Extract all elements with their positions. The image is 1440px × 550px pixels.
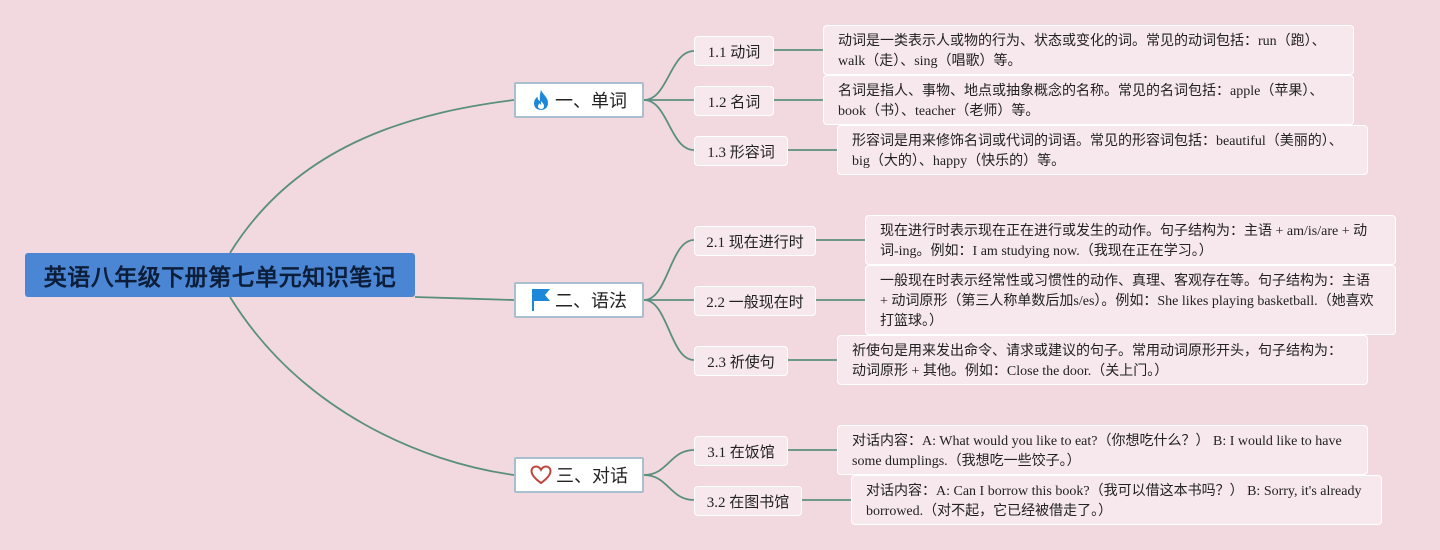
- note-1-3[interactable]: 形容词是用来修饰名词或代词的词语。常见的形容词包括：beautiful（美丽的）…: [837, 125, 1368, 175]
- connector-line: [229, 296, 515, 476]
- connector-line: [643, 50, 695, 101]
- branch-label: 一、单词: [555, 91, 627, 112]
- topic-2-3[interactable]: 2.3 祈使句: [694, 346, 788, 376]
- fire-icon: [531, 89, 551, 111]
- topic-1-3[interactable]: 1.3 形容词: [694, 136, 788, 166]
- connector-line: [414, 296, 515, 301]
- heart-icon: [530, 465, 552, 485]
- note-2-1[interactable]: 现在进行时表示现在正在进行或发生的动作。句子结构为：主语 + am/is/are…: [865, 215, 1396, 265]
- note-1-1[interactable]: 动词是一类表示人或物的行为、状态或变化的词。常见的动词包括：run（跑）、wal…: [823, 25, 1354, 75]
- note-2-2[interactable]: 一般现在时表示经常性或习惯性的动作、真理、客观存在等。句子结构为：主语 + 动词…: [865, 265, 1396, 335]
- topic-2-1[interactable]: 2.1 现在进行时: [694, 226, 816, 256]
- connector-line: [643, 99, 695, 151]
- branch-grammar[interactable]: 二、语法: [514, 282, 644, 318]
- connector-line: [229, 99, 515, 254]
- topic-1-2[interactable]: 1.2 名词: [694, 86, 774, 116]
- branch-label: 二、语法: [555, 291, 627, 312]
- connector-line: [643, 449, 695, 476]
- connector-line: [643, 299, 695, 361]
- topic-3-2[interactable]: 3.2 在图书馆: [694, 486, 802, 516]
- note-3-1[interactable]: 对话内容：A: What would you like to eat?（你想吃什…: [837, 425, 1368, 475]
- root-topic[interactable]: 英语八年级下册第七单元知识笔记: [25, 253, 415, 297]
- flag-icon: [531, 288, 551, 312]
- connector-line: [643, 474, 695, 501]
- topic-1-1[interactable]: 1.1 动词: [694, 36, 774, 66]
- note-2-3[interactable]: 祈使句是用来发出命令、请求或建议的句子。常用动词原形开头，句子结构为：动词原形 …: [837, 335, 1368, 385]
- branch-vocabulary[interactable]: 一、单词: [514, 82, 644, 118]
- note-1-2[interactable]: 名词是指人、事物、地点或抽象概念的名称。常见的名词包括：apple（苹果）、bo…: [823, 75, 1354, 125]
- connector-line: [643, 239, 695, 301]
- branch-dialogue[interactable]: 三、对话: [514, 457, 644, 493]
- branch-label: 三、对话: [556, 466, 628, 487]
- topic-3-1[interactable]: 3.1 在饭馆: [694, 436, 788, 466]
- note-3-2[interactable]: 对话内容：A: Can I borrow this book?（我可以借这本书吗…: [851, 475, 1382, 525]
- topic-2-2[interactable]: 2.2 一般现在时: [694, 286, 816, 316]
